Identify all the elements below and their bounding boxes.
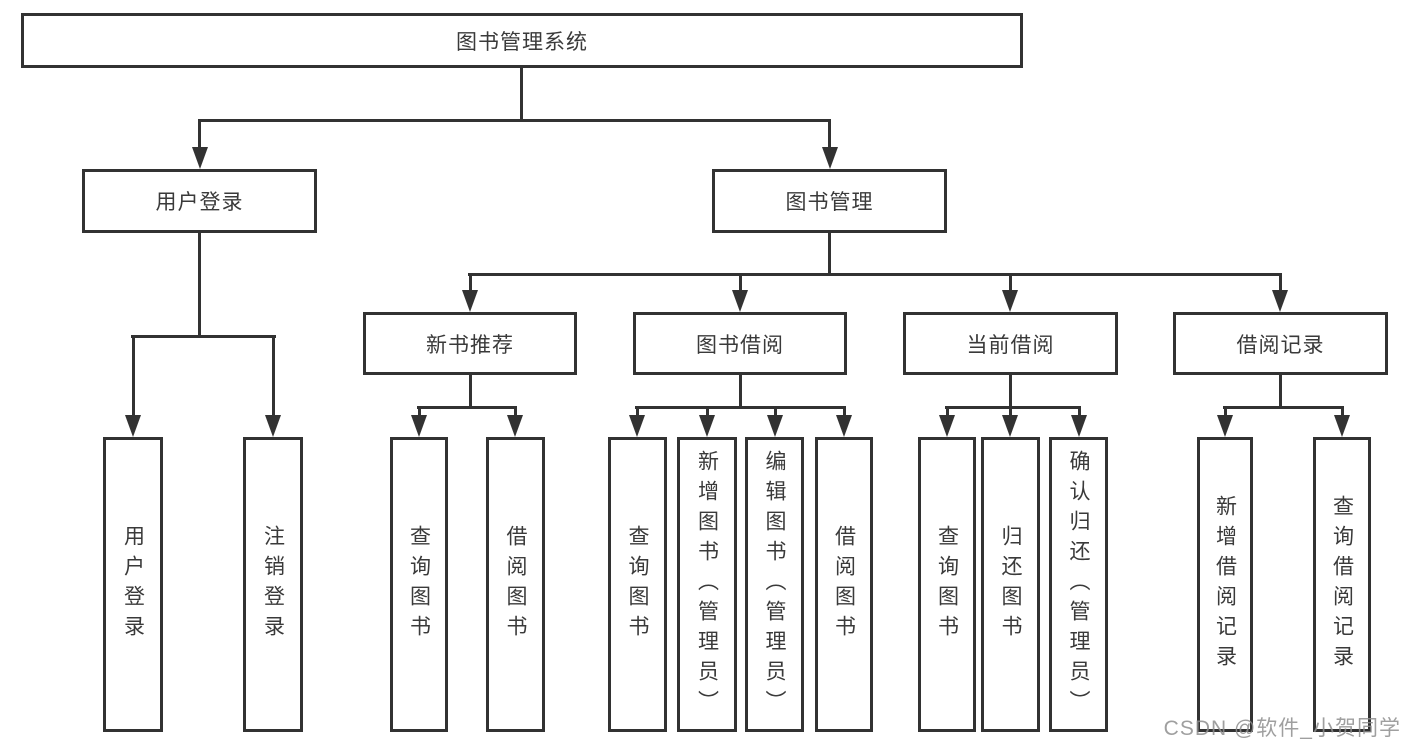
connector-arrow-shaft — [1341, 406, 1344, 417]
connector-current-borrow-bus — [945, 406, 1081, 409]
leaf-user-login: 用户登录 — [103, 437, 163, 732]
node-user-login: 用户登录 — [82, 169, 317, 233]
leaf-confirm-return-admin: 确认归还（管理员） — [1049, 437, 1108, 732]
arrowhead-icon — [1272, 290, 1288, 312]
leaf-borrow-books: 借阅图书 — [815, 437, 873, 732]
connector-arrow-shaft — [739, 273, 742, 292]
arrowhead-icon — [822, 147, 838, 169]
connector-arrow-shaft — [636, 406, 639, 417]
node-label: 图书管理系统 — [456, 30, 588, 54]
leaf-query-borrow-record: 查询借阅记录 — [1313, 437, 1371, 732]
arrowhead-icon — [1002, 290, 1018, 312]
node-current-borrowing: 当前借阅 — [903, 312, 1118, 375]
arrowhead-icon — [125, 415, 141, 437]
connector-book-borrow-trunk — [739, 375, 742, 406]
arrowhead-icon — [1217, 415, 1233, 437]
leaf-add-borrow-record: 新增借阅记录 — [1197, 437, 1253, 732]
leaf-label: 编辑图书（管理员） — [763, 449, 786, 720]
arrowhead-icon — [507, 415, 523, 437]
leaf-logout: 注销登录 — [243, 437, 303, 732]
connector-book-borrow-bus — [635, 406, 846, 409]
connector-arrow-shaft — [946, 406, 949, 417]
arrowhead-icon — [1002, 415, 1018, 437]
leaf-label: 新增图书（管理员） — [695, 449, 719, 720]
leaf-edit-book-admin: 编辑图书（管理员） — [745, 437, 804, 732]
connector-borrow-record-bus — [1223, 406, 1344, 409]
connector-arrow-shaft — [828, 119, 831, 147]
leaf-label: 归还图书 — [999, 524, 1022, 645]
connector-arrow-shaft — [198, 119, 201, 147]
connector-arrow-shaft — [843, 406, 846, 417]
leaf-query-books-borrow: 查询图书 — [608, 437, 667, 732]
leaf-label: 借阅图书 — [504, 524, 527, 645]
leaf-label: 用户登录 — [121, 524, 145, 645]
connector-arrow-shaft — [418, 406, 421, 417]
leaf-label: 查询图书 — [626, 524, 649, 645]
arrowhead-icon — [732, 290, 748, 312]
node-label: 当前借阅 — [966, 333, 1055, 357]
connector-level2-bus — [198, 119, 831, 122]
connector-current-borrow-trunk — [1009, 375, 1012, 406]
arrowhead-icon — [462, 290, 478, 312]
connector-arrow-shaft — [1078, 406, 1081, 417]
connector-new-book-trunk — [469, 375, 472, 406]
arrowhead-icon — [699, 415, 715, 437]
arrowhead-icon — [767, 415, 783, 437]
connector-user-login-trunk — [198, 233, 201, 335]
node-label: 借阅记录 — [1236, 333, 1325, 357]
leaf-label: 新增借阅记录 — [1213, 494, 1237, 675]
node-borrowing-records: 借阅记录 — [1173, 312, 1388, 375]
connector-arrow-shaft — [1224, 406, 1227, 417]
connector-arrow-shaft — [1009, 273, 1012, 292]
node-library-system: 图书管理系统 — [21, 13, 1023, 68]
arrowhead-icon — [939, 415, 955, 437]
arrowhead-icon — [1334, 415, 1350, 437]
connector-arrow-shaft — [1279, 273, 1282, 292]
connector-arrow-shaft — [132, 335, 135, 415]
node-label: 图书管理 — [785, 191, 874, 214]
arrowhead-icon — [411, 415, 427, 437]
connector-arrow-shaft — [706, 406, 709, 417]
node-book-management: 图书管理 — [712, 169, 947, 233]
leaf-label: 确认归还（管理员） — [1067, 449, 1090, 720]
connector-user-login-bus — [131, 335, 276, 338]
leaf-label: 借阅图书 — [832, 524, 856, 645]
leaf-label: 注销登录 — [261, 524, 285, 645]
node-book-borrowing: 图书借阅 — [633, 312, 847, 375]
node-label: 图书借阅 — [696, 333, 784, 357]
leaf-label: 查询图书 — [407, 524, 431, 645]
arrowhead-icon — [836, 415, 852, 437]
node-label: 用户登录 — [155, 191, 244, 214]
leaf-add-book-admin: 新增图书（管理员） — [677, 437, 737, 732]
leaf-borrow-books-recommend: 借阅图书 — [486, 437, 545, 732]
connector-new-book-bus — [417, 406, 517, 409]
node-new-book-recommendation: 新书推荐 — [363, 312, 577, 375]
arrowhead-icon — [1071, 415, 1087, 437]
leaf-label: 查询借阅记录 — [1330, 494, 1354, 675]
connector-root-trunk — [520, 68, 523, 119]
node-label: 新书推荐 — [426, 333, 514, 357]
connector-borrow-record-trunk — [1279, 375, 1282, 406]
connector-book-mgmt-trunk — [828, 233, 831, 273]
leaf-label: 查询图书 — [935, 524, 959, 645]
arrowhead-icon — [192, 147, 208, 169]
watermark: CSDN @软件_小贺同学 — [1163, 717, 1401, 740]
leaf-query-books-recommend: 查询图书 — [390, 437, 448, 732]
connector-arrow-shaft — [272, 335, 275, 415]
connector-arrow-shaft — [514, 406, 517, 417]
arrowhead-icon — [629, 415, 645, 437]
arrowhead-icon — [265, 415, 281, 437]
leaf-query-books-current: 查询图书 — [918, 437, 976, 732]
connector-arrow-shaft — [469, 273, 472, 292]
connector-arrow-shaft — [1009, 406, 1012, 417]
leaf-return-books: 归还图书 — [981, 437, 1040, 732]
connector-arrow-shaft — [774, 406, 777, 417]
connector-level3-bus — [468, 273, 1282, 276]
